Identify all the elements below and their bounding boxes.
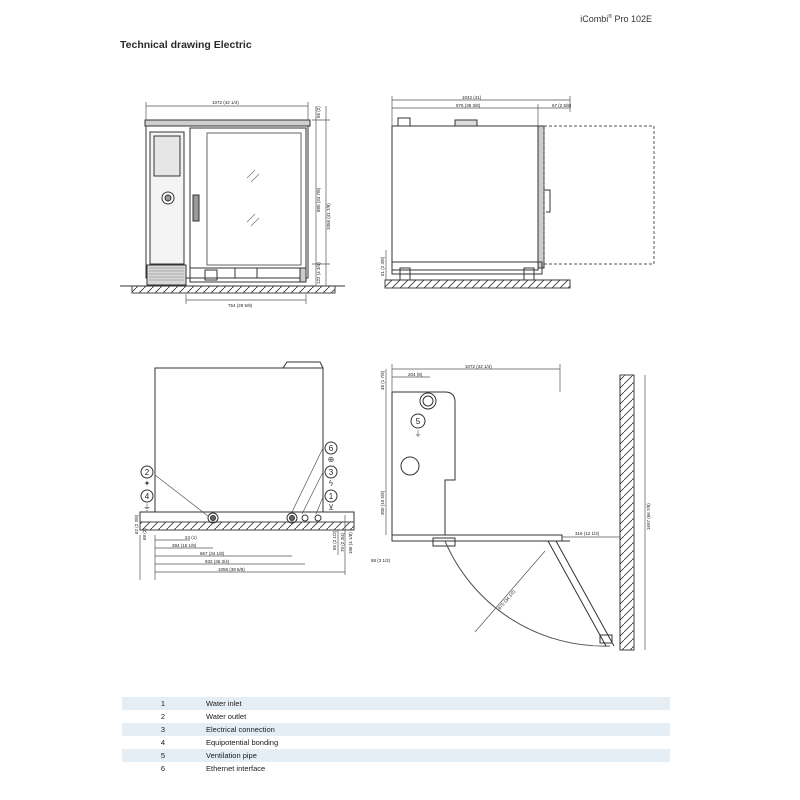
rear-view: 2 4 6 3 1 ✦ ⏚ ⊕ ϟ ⊻ 62 (2 3/8) 68 (2 [134,361,355,580]
legend-number: 2 [160,712,166,721]
legend-number: 1 [160,699,166,708]
legend-text: Water outlet [206,712,247,721]
top-dim-right: 1697 (66 7/8) [646,503,651,530]
marker-6: 6 [329,444,334,453]
front-floor [131,285,336,294]
top-dim-top: 1072 (42 1/4) [465,364,492,369]
legend-number: 3 [160,725,166,734]
front-dim-width-top: 1072 (42 1/4) [212,100,239,105]
legend-row: 2 Water outlet [122,710,670,723]
side-dim-rear: 67 (2 5/8) [552,103,572,108]
legend-table: 1 Water inlet 2 Water outlet 3 Electrica… [122,697,670,775]
water-outlet-icon: ✦ [144,479,151,488]
legend-row: 1 Water inlet [122,697,670,710]
rear-dim-b: 384 (15 1/8) [172,543,197,548]
rear-dim-r1: 65 (2 1/2) [332,530,337,550]
marker-4: 4 [145,492,150,501]
top-dim-left-top: 48 (1 7/8) [380,370,385,390]
legend-text: Equipotential bonding [206,738,279,747]
rear-floor [139,521,355,531]
legend-text: Ethernet interface [206,764,266,773]
top-dim-left-mid: 300 (10 5/8) [380,490,385,515]
page-title: Technical drawing Electric [120,39,252,51]
marker-1: 1 [329,492,334,501]
electrical-icon: ϟ [329,479,334,488]
legend-text: Water inlet [206,699,242,708]
legend-number: 5 [160,751,166,760]
side-dim-foot: 61 (2 3/8) [380,256,385,276]
side-dim-body: 975 (38 3/8) [456,103,481,108]
legend-row: 4 Equipotential bonding [122,736,670,749]
top-dim-door: 316 (12 1/2) [575,531,600,536]
side-floor [384,279,571,289]
top-dim-radius: 875 (34 1/2) [497,588,517,610]
legend-number: 4 [160,738,166,747]
legend-text: Ventilation pipe [206,751,257,760]
marker-5: 5 [416,417,421,426]
equipotential-icon: ⏚ [143,503,151,512]
ventilation-icon: ⏚ [415,430,422,438]
side-dim-total: 1042 (41) [462,95,482,100]
top-dim-left-bottom: 88 (3 1/2) [371,558,391,563]
legend-row: 6 Ethernet interface [122,762,670,775]
front-dim-feet: 122 (4 3/4) [316,262,321,284]
legend-number: 6 [160,764,166,773]
marker-2: 2 [145,468,150,477]
rear-dim-left-inner: 68 (2) [142,528,147,540]
front-dim-width-bottom: 754 (29 5/8) [228,303,253,308]
legend-text: Electrical connection [206,725,275,734]
rear-dim-e: 1058 (39 5/8) [218,567,245,572]
legend-row: 3 Electrical connection [122,723,670,736]
front-dim-top: 56 (2) [316,106,321,118]
top-view: 1072 (42 1/4) 204 (8) 48 (1 7/8) 300 (10… [371,364,651,651]
rear-dim-r2: 70 (2 3/4) [340,532,345,552]
wall [619,374,635,651]
front-dim-body: 880 (34 7/8) [316,187,321,212]
marker-3: 3 [329,468,334,477]
rear-dim-r3: 106 (4 1/8) [348,532,353,554]
rear-dim-a: 24 (1) [185,535,197,540]
front-view: 1072 (42 1/4) 754 (29 5/8) 56 (2) 880 (3… [120,100,345,308]
legend-row: 5 Ventilation pipe [122,749,670,762]
rear-dim-left-height: 62 (2 3/8) [134,514,139,534]
side-view: 1042 (41) 975 (38 3/8) 67 (2 5/8) 61 (2 … [380,95,655,289]
top-dim-offset: 204 (8) [408,372,423,377]
rear-dim-d: 932 (36 3/4) [205,559,230,564]
product-name: iCombi® Pro 102E [580,14,652,24]
rear-dim-c: 867 (34 1/8) [200,551,225,556]
ethernet-icon: ⊕ [328,455,335,464]
water-inlet-icon: ⊻ [328,503,334,512]
front-dim-total-height: 1056 (41 7/8) [326,203,331,230]
